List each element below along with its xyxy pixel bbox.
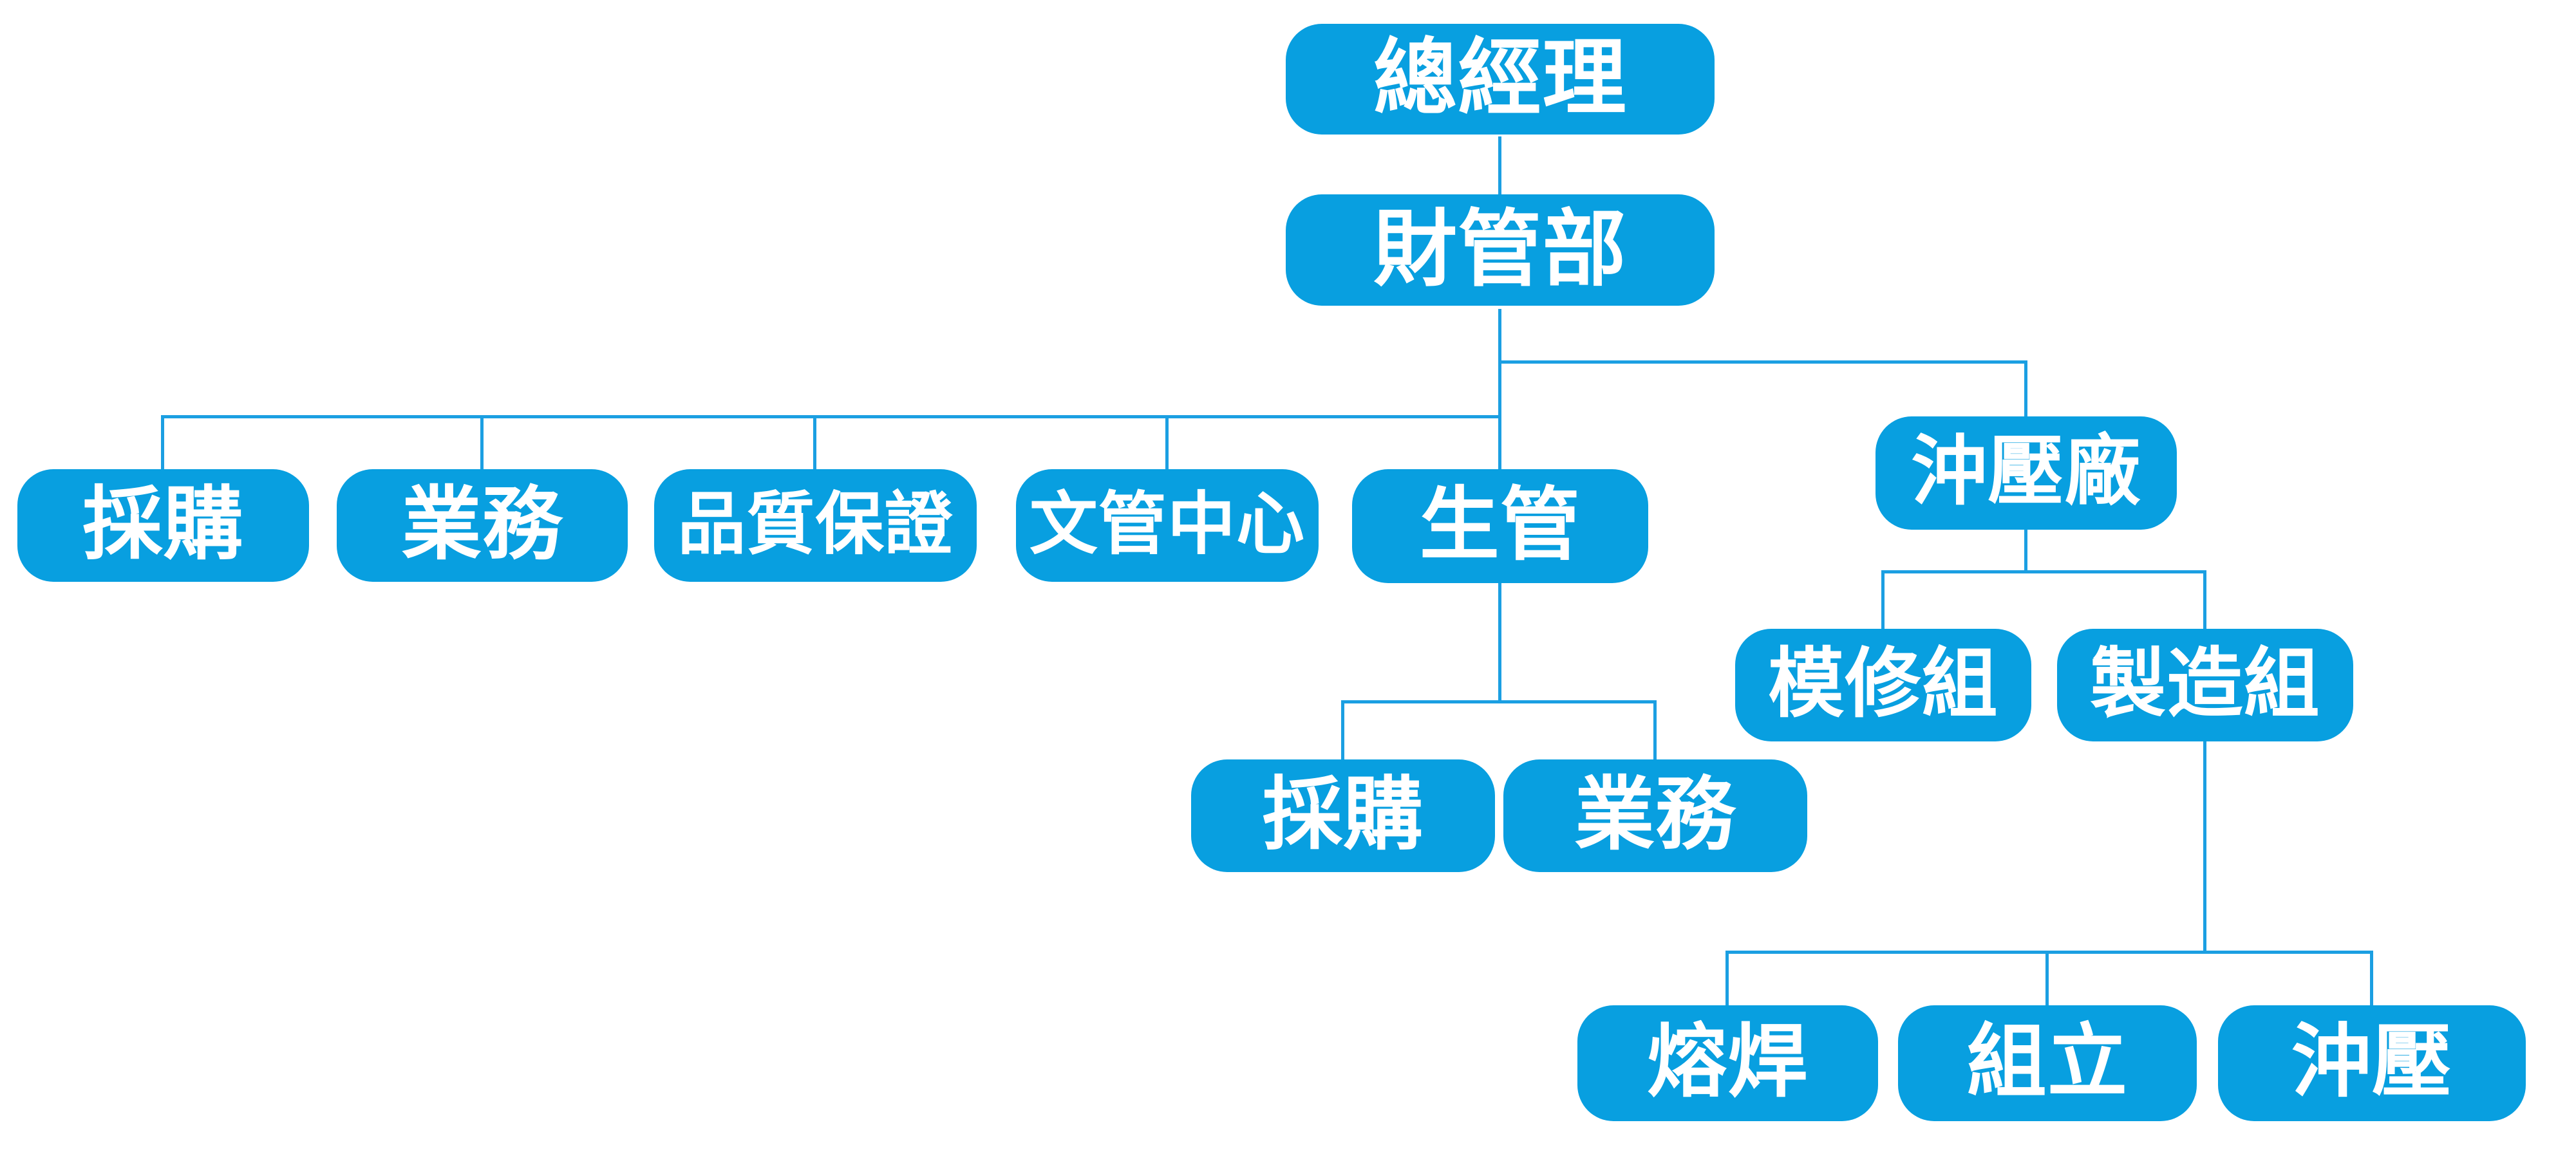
connector-drop-document-control bbox=[1165, 415, 1169, 469]
connector-drop-procurement-under-pc bbox=[1341, 700, 1344, 759]
connector-drop-assembly bbox=[2045, 951, 2049, 1005]
node-assembly-label: 組立 bbox=[1966, 1018, 2129, 1106]
node-stamping-plant: 沖壓廠 bbox=[1876, 416, 2177, 530]
connector-branch-to-stamping-plant-drop bbox=[2024, 360, 2027, 416]
node-welding-label: 熔焊 bbox=[1647, 1018, 1809, 1106]
node-finance-management-dept-label: 財管部 bbox=[1373, 201, 1627, 296]
node-procurement-label: 採購 bbox=[82, 479, 244, 569]
node-sales: 業務 bbox=[337, 469, 628, 582]
node-mold-repair-team-label: 模修組 bbox=[1768, 641, 1998, 727]
node-procurement-under-pc: 採購 bbox=[1191, 759, 1495, 872]
node-manufacturing-team: 製造組 bbox=[2057, 629, 2353, 741]
node-stamping-label: 沖壓 bbox=[2291, 1018, 2453, 1106]
node-stamping: 沖壓 bbox=[2218, 1005, 2526, 1121]
connector-production-control-trunk bbox=[1498, 583, 1501, 703]
node-general-manager: 總經理 bbox=[1286, 24, 1715, 135]
connector-stamping-plant-bus bbox=[1883, 570, 2205, 573]
connector-manufacturing-team-trunk bbox=[2203, 741, 2206, 954]
connector-drop-sales-under-pc bbox=[1653, 700, 1657, 759]
connector-drop-mold-repair-team bbox=[1881, 570, 1885, 629]
connector-drop-procurement bbox=[161, 415, 164, 469]
node-production-control: 生管 bbox=[1352, 469, 1648, 583]
node-finance-management-dept: 財管部 bbox=[1286, 194, 1715, 306]
node-sales-label: 業務 bbox=[401, 479, 563, 569]
connector-main-bus bbox=[163, 415, 1500, 418]
node-welding: 熔焊 bbox=[1577, 1005, 1878, 1121]
node-sales-under-pc: 業務 bbox=[1503, 759, 1807, 872]
node-general-manager-label: 總經理 bbox=[1373, 31, 1627, 125]
connector-drop-sales bbox=[480, 415, 484, 469]
connector-stamping-plant-trunk bbox=[2024, 530, 2027, 573]
node-document-control-center-label: 文管中心 bbox=[1029, 486, 1306, 563]
node-manufacturing-team-label: 製造組 bbox=[2090, 641, 2320, 727]
node-quality-assurance: 品質保證 bbox=[654, 469, 977, 582]
node-procurement: 採購 bbox=[17, 469, 309, 582]
connector-production-control-bus bbox=[1343, 700, 1655, 703]
connector-branch-to-stamping-plant-horizontal bbox=[1498, 360, 2027, 364]
node-mold-repair-team: 模修組 bbox=[1735, 629, 2031, 741]
connector-finance-dept-trunk bbox=[1498, 309, 1501, 469]
node-document-control-center: 文管中心 bbox=[1016, 469, 1319, 582]
connector-drop-welding bbox=[1725, 951, 1729, 1005]
node-procurement-under-pc-label: 採購 bbox=[1262, 770, 1424, 859]
connector-general-manager-to-finance-dept bbox=[1498, 136, 1501, 194]
connector-drop-quality-assurance bbox=[813, 415, 816, 469]
node-stamping-plant-label: 沖壓廠 bbox=[1911, 429, 2141, 514]
node-production-control-label: 生管 bbox=[1419, 480, 1581, 570]
connector-drop-manufacturing-team bbox=[2203, 570, 2206, 629]
node-assembly: 組立 bbox=[1898, 1005, 2197, 1121]
node-quality-assurance-label: 品質保證 bbox=[677, 486, 954, 563]
connector-manufacturing-team-bus bbox=[1727, 951, 2372, 954]
connector-drop-stamping bbox=[2370, 951, 2373, 1005]
node-sales-under-pc-label: 業務 bbox=[1574, 770, 1736, 859]
